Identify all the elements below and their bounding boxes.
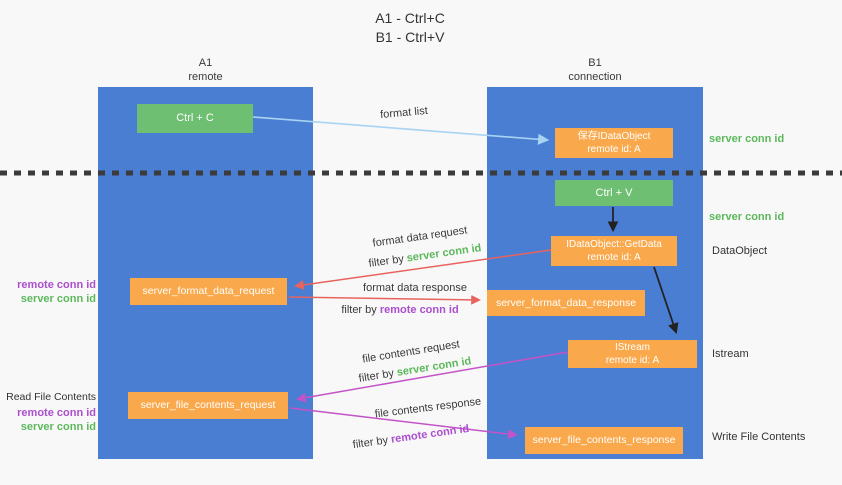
left-remote-conn-id-top-label: remote conn id bbox=[17, 279, 96, 291]
right-server-conn-id-top-label: server conn id bbox=[709, 133, 785, 145]
save-idataobject-line2: remote id: A bbox=[587, 144, 641, 155]
server-format-data-request-label: server_format_data_request bbox=[142, 285, 275, 297]
server-file-contents-request-box: server_file_contents_request bbox=[128, 392, 288, 419]
ctrl-c-label: Ctrl + C bbox=[176, 112, 214, 124]
ctrl-v-box: Ctrl + V bbox=[555, 180, 673, 206]
left-conn-id-stack-top: remote conn id server conn id bbox=[6, 278, 96, 306]
save-idataobject-line1: 保存IDataObject bbox=[577, 131, 651, 142]
format-data-response-filter-label: filter by remote conn id bbox=[325, 304, 475, 316]
title-line-2: B1 - Ctrl+V bbox=[375, 29, 445, 45]
server-format-data-request-box: server_format_data_request bbox=[130, 278, 287, 305]
server-file-contents-response-label: server_file_contents_response bbox=[532, 434, 676, 446]
istream-line1: IStream bbox=[614, 342, 650, 353]
getdata-box: IDataObject::GetData remote id: A bbox=[551, 236, 677, 266]
column-b1-subtitle: connection bbox=[568, 71, 622, 83]
column-header-b1: B1 connection bbox=[487, 56, 703, 84]
filter-by-text: filter by bbox=[341, 304, 380, 316]
column-b1-name: B1 bbox=[588, 57, 602, 69]
file-contents-response-label: file contents response bbox=[374, 395, 482, 421]
istream-box: IStream remote id: A bbox=[568, 340, 697, 368]
save-idataobject-box: 保存IDataObject remote id: A bbox=[555, 128, 673, 158]
filter-by-text: filter by bbox=[357, 366, 398, 385]
server-format-data-response-box: server_format_data_response bbox=[487, 290, 645, 316]
column-header-a1: A1 remote bbox=[98, 56, 313, 84]
server-conn-id-text: server conn id bbox=[395, 355, 473, 379]
left-server-conn-id-bottom-label: server conn id bbox=[20, 421, 96, 433]
diagram-title: A1 - Ctrl+C B1 - Ctrl+V bbox=[330, 9, 490, 47]
getdata-line2: remote id: A bbox=[587, 252, 641, 263]
server-format-data-response-label: server_format_data_response bbox=[495, 296, 637, 309]
format-list-label: format list bbox=[379, 104, 429, 122]
filter-by-text: filter by bbox=[367, 252, 408, 270]
format-data-response-label: format data response bbox=[363, 282, 467, 294]
filter-by-text: filter by bbox=[352, 433, 392, 452]
format-data-response-arrow bbox=[288, 295, 481, 305]
dataobject-label: DataObject bbox=[712, 245, 768, 257]
server-file-contents-response-box: server_file_contents_response bbox=[525, 427, 683, 454]
column-a1-name: A1 bbox=[198, 57, 213, 69]
server-conn-id-text: server conn id bbox=[405, 242, 483, 265]
istream-side-label: Istream bbox=[712, 348, 749, 360]
left-server-conn-id-top-label: server conn id bbox=[20, 293, 96, 305]
ctrl-c-box: Ctrl + C bbox=[137, 104, 253, 133]
left-conn-id-stack-bottom: remote conn id server conn id bbox=[6, 406, 96, 434]
ctrl-v-label: Ctrl + V bbox=[595, 186, 633, 199]
file-contents-response-filter-label: filter by remote conn id bbox=[336, 421, 486, 454]
right-server-conn-id-mid-label: server conn id bbox=[709, 211, 785, 223]
remote-conn-id-text: remote conn id bbox=[390, 422, 470, 446]
read-file-contents-label: Read File Contents bbox=[6, 391, 96, 403]
remote-conn-id-text: remote conn id bbox=[379, 304, 459, 316]
istream-line2: remote id: A bbox=[605, 355, 660, 366]
getdata-line1: IDataObject::GetData bbox=[566, 239, 662, 250]
column-a1-subtitle: remote bbox=[188, 71, 223, 83]
left-remote-conn-id-bottom-label: remote conn id bbox=[17, 407, 96, 419]
server-file-contents-request-label: server_file_contents_request bbox=[140, 399, 276, 411]
title-line-1: A1 - Ctrl+C bbox=[375, 10, 445, 26]
write-file-contents-label: Write File Contents bbox=[712, 431, 806, 443]
